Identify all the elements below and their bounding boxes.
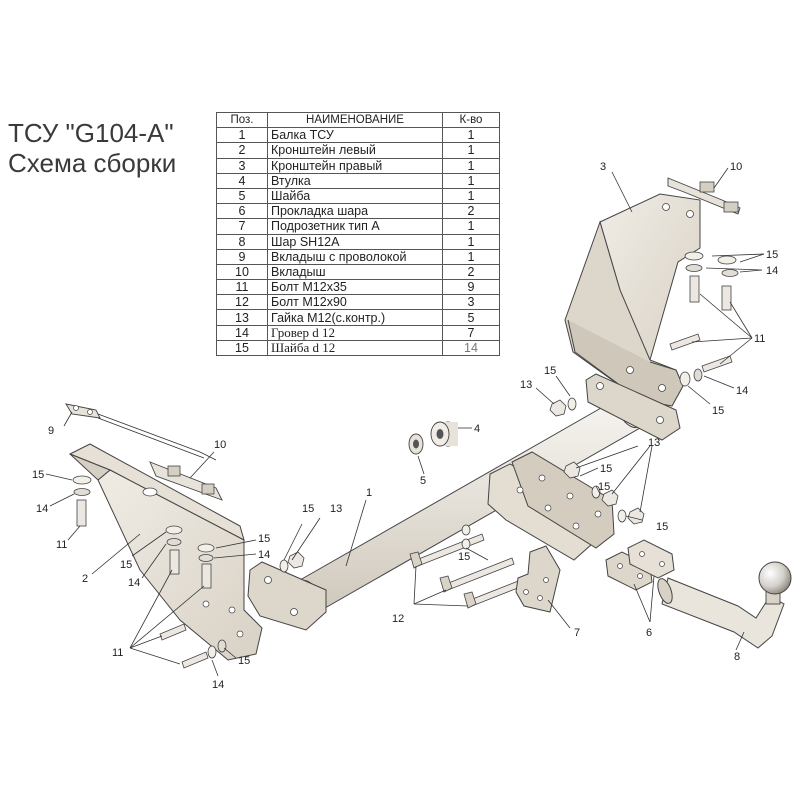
right-bracket-bolts: [669, 275, 733, 373]
tow-beam: [247, 373, 681, 631]
callout-15-beam-middle: 15: [458, 551, 470, 563]
row-name: Вкладыш с проволокой: [267, 248, 443, 265]
callout-15-beam-left: 15: [302, 503, 314, 515]
row-name: Шайба: [267, 187, 443, 205]
socket-plate: [515, 545, 561, 613]
row-qty: 1: [442, 187, 500, 205]
callout-9: 9: [48, 425, 54, 437]
callout-2: 2: [82, 573, 88, 585]
callout-10-right: 10: [730, 161, 742, 173]
callout-8: 8: [734, 651, 740, 663]
callout-3: 3: [600, 161, 606, 173]
row-name: Шайба d 12: [267, 339, 443, 357]
washer-large: [408, 433, 424, 455]
ball-spacers: [605, 539, 675, 591]
row-name: Прокладка шара: [267, 203, 443, 220]
callout-labels: 3 10 15 14 11 14 15 4 5 13 15 1 13 15 15…: [32, 161, 778, 691]
table-header-row: Поз. НАИМЕНОВАНИЕ К-во: [216, 111, 500, 129]
callout-15-right-bottom: 15: [712, 405, 724, 417]
diagram-title: ТСУ "G104-A" Схема сборки: [8, 118, 176, 178]
callout-14-right-bottom: 14: [736, 385, 748, 397]
row-qty: 14: [442, 339, 500, 357]
callout-7: 7: [574, 627, 580, 639]
callout-14-right-top: 14: [766, 265, 778, 277]
callout-13-mount: 13: [648, 437, 660, 449]
callout-1: 1: [366, 487, 372, 499]
callout-4: 4: [474, 423, 480, 435]
callout-14-left-bottom: 14: [212, 679, 224, 691]
callout-15-mount-a: 15: [600, 463, 612, 475]
insert-left: [149, 461, 223, 501]
wire-insert: [65, 403, 217, 461]
leader-lines: [45, 167, 765, 677]
right-bracket-washers: [679, 251, 739, 387]
header-pos: Поз.: [216, 111, 268, 129]
left-end-fasteners: [279, 551, 305, 573]
beam-middle-washers: [461, 524, 471, 550]
title-line-2: Схема сборки: [8, 148, 177, 178]
right-bracket: [564, 193, 701, 407]
ball-mount-nuts: [563, 461, 645, 525]
callout-11-right: 11: [754, 333, 765, 345]
callout-12: 12: [392, 613, 404, 625]
callout-13-left: 13: [330, 503, 342, 515]
row-name: Кронштейн левый: [267, 142, 443, 159]
left-bracket: [68, 443, 263, 661]
tow-ball: [657, 561, 792, 649]
callout-14-left-right: 14: [258, 549, 270, 561]
callout-15-mount-c: 15: [656, 521, 668, 533]
callout-15-left-bottom: 15: [238, 655, 250, 667]
callout-6: 6: [646, 627, 652, 639]
callout-15-left-right: 15: [258, 533, 270, 545]
bushing: [430, 421, 458, 447]
insert-right: [667, 177, 741, 215]
callout-15-mount-b: 15: [598, 481, 610, 493]
callout-15-right-top: 15: [766, 249, 778, 261]
callout-14-left-top: 14: [36, 503, 48, 515]
callout-11-left-bottom: 11: [112, 647, 123, 659]
row-pos: 11: [216, 279, 268, 296]
callout-5: 5: [420, 475, 426, 487]
title-line-1: ТСУ "G104-A": [8, 118, 174, 148]
callout-15-left-mid: 15: [120, 559, 132, 571]
callout-14-left-mid: 14: [128, 577, 140, 589]
callout-15-left-top: 15: [32, 469, 44, 481]
callout-13-top: 13: [520, 379, 532, 391]
callout-10-left: 10: [214, 439, 226, 451]
left-bracket-washers: [72, 475, 227, 659]
callout-11-left-top: 11: [56, 539, 67, 551]
callout-15-beam-top: 15: [544, 365, 556, 377]
beam-right-nut-washers: [549, 397, 577, 417]
left-bracket-bolts: [76, 499, 212, 669]
row-qty: 7: [442, 324, 500, 341]
